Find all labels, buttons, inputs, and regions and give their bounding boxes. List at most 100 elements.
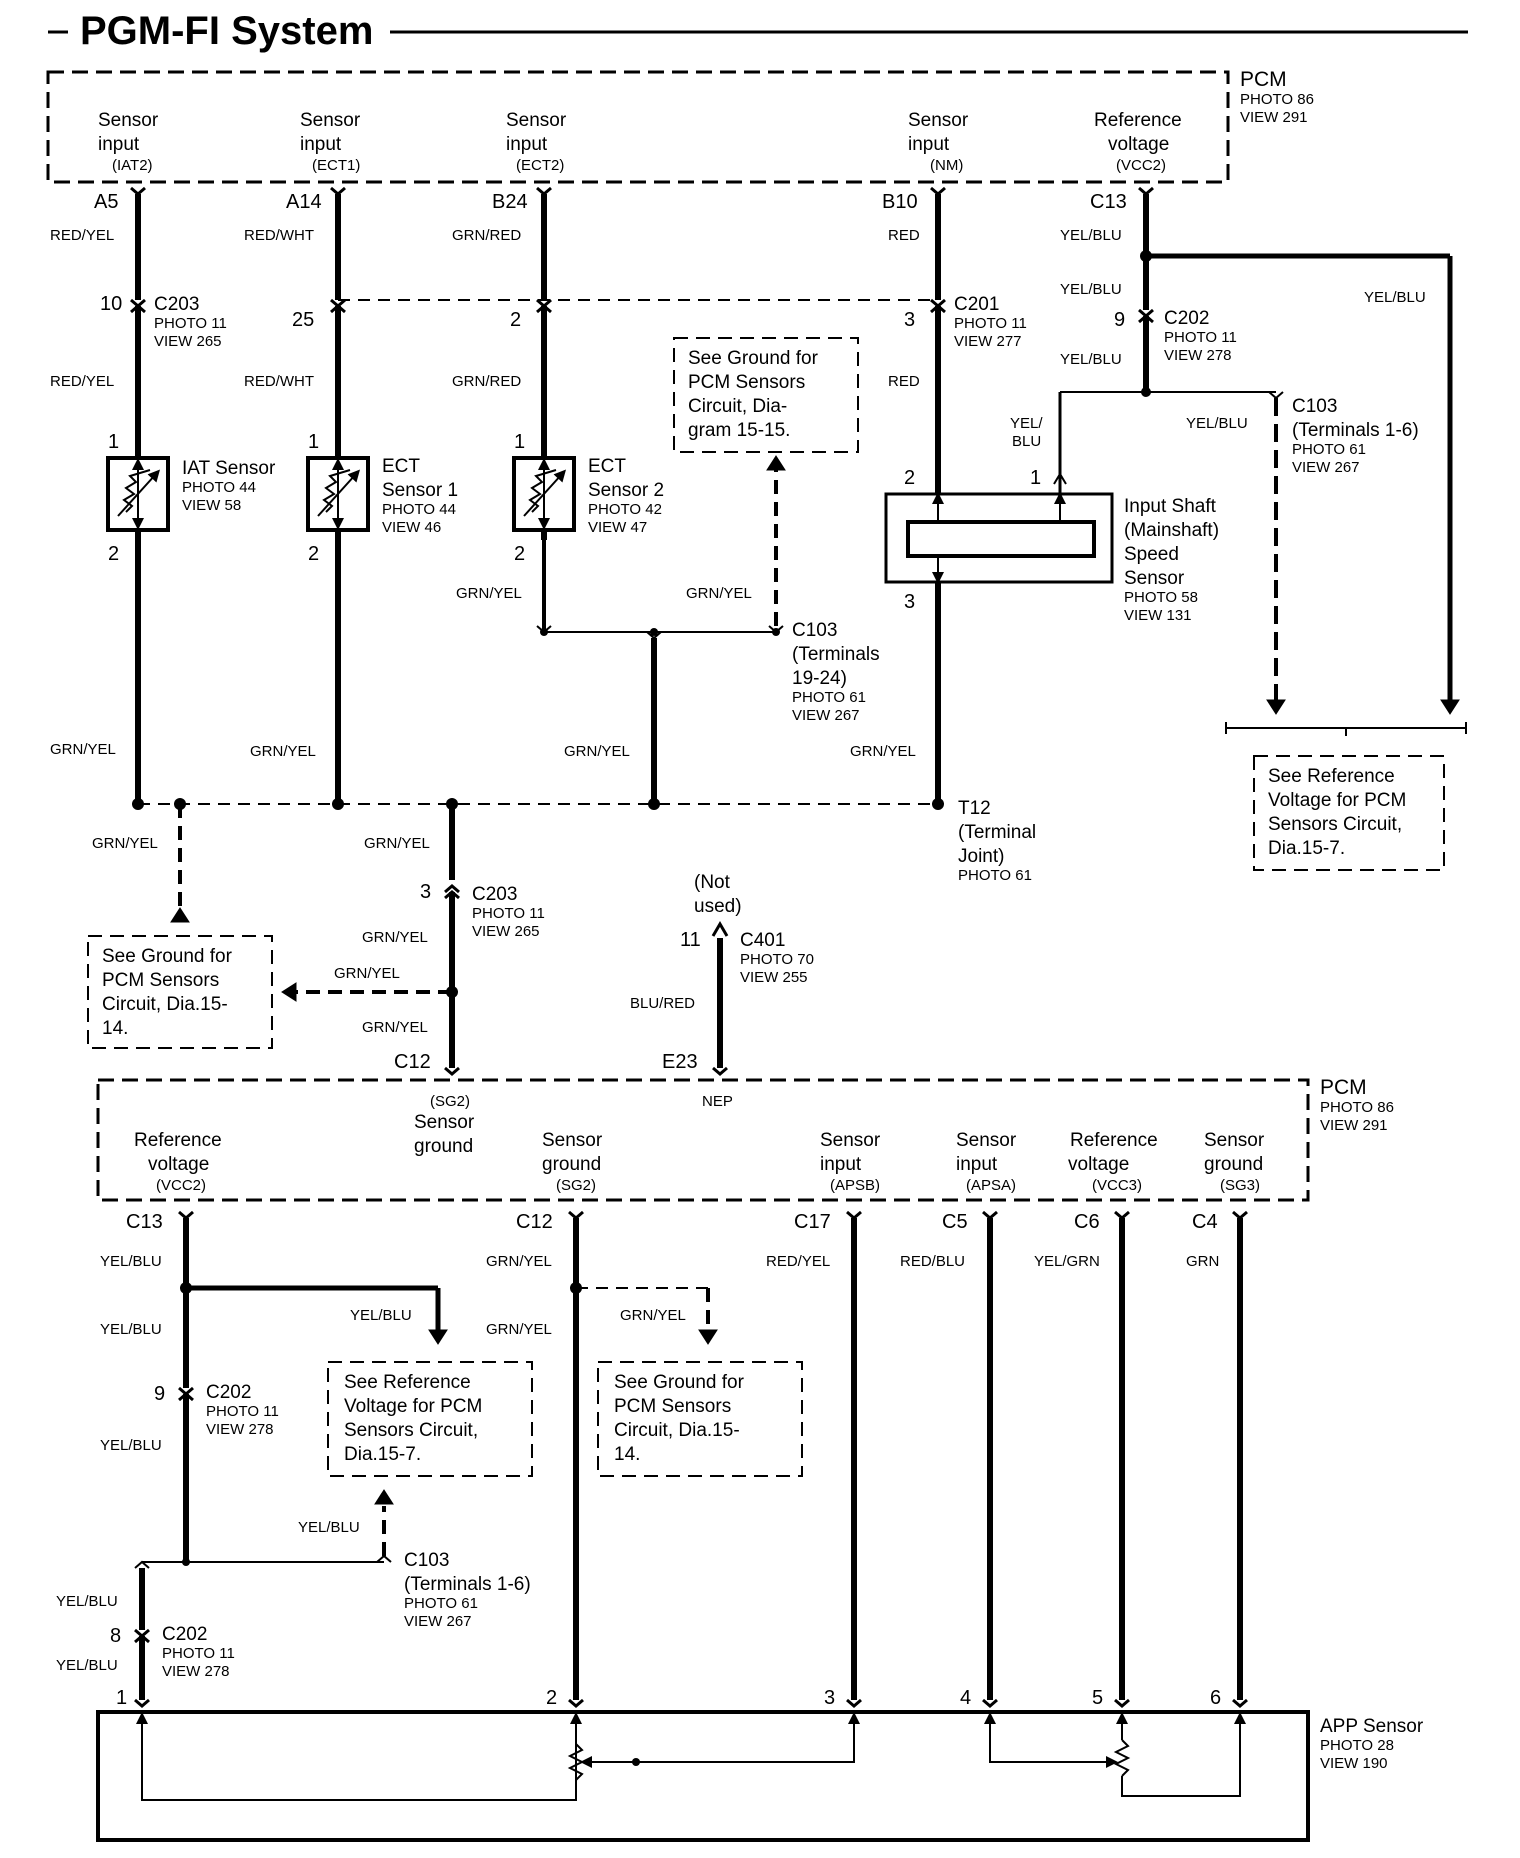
svg-text:(Terminals 1-6): (Terminals 1-6)	[404, 1574, 531, 1595]
svg-text:YEL/BLU: YEL/BLU	[56, 1657, 118, 1674]
svg-text:B10: B10	[882, 191, 918, 213]
app-pin-1: 1	[116, 1687, 127, 1709]
svg-text:2: 2	[510, 309, 521, 331]
svg-text:Reference: Reference	[1070, 1130, 1158, 1151]
svg-text:Reference: Reference	[134, 1130, 222, 1151]
note-ground-15-15: See Ground for PCM Sensors Circuit, Dia-…	[673, 337, 859, 453]
ect1-sensor: 1 2 ECT Sensor 1 PHOTO 44 VIEW 46	[306, 431, 458, 565]
svg-text:Sensor 2: Sensor 2	[588, 480, 664, 501]
svg-text:NEP: NEP	[702, 1093, 733, 1110]
nm-sensor-name: Input Shaft	[1124, 496, 1217, 517]
top-wire-labels: RED/YEL RED/WHT GRN/RED RED YEL/BLU YEL/…	[50, 227, 1426, 450]
svg-text:C13: C13	[1090, 191, 1127, 213]
svg-text:Sensor: Sensor	[820, 1130, 881, 1151]
svg-text:Dia.15-7.: Dia.15-7.	[344, 1444, 421, 1465]
svg-text:See Ground for: See Ground for	[614, 1372, 745, 1393]
svg-text:C203: C203	[472, 884, 517, 905]
svg-text:GRN/YEL: GRN/YEL	[92, 835, 158, 852]
svg-text:Circuit, Dia.15-: Circuit, Dia.15-	[102, 994, 228, 1015]
svg-text:VIEW 131: VIEW 131	[1124, 607, 1192, 624]
top-wires	[130, 186, 1467, 736]
svg-text:8: 8	[110, 1625, 121, 1647]
svg-text:See Ground for: See Ground for	[102, 946, 233, 967]
svg-text:ground: ground	[542, 1154, 601, 1175]
svg-text:voltage: voltage	[148, 1154, 209, 1175]
t12-label: T12 (Terminal Joint) PHOTO 61	[958, 798, 1036, 884]
svg-text:voltage: voltage	[1108, 134, 1169, 155]
svg-text:Sensors Circuit,: Sensors Circuit,	[1268, 814, 1402, 835]
svg-text:RED: RED	[888, 227, 920, 244]
note-ground-15-14-left: See Ground for PCM Sensors Circuit, Dia.…	[87, 935, 273, 1049]
app-pin-4: 4	[960, 1687, 971, 1709]
svg-text:VIEW 47: VIEW 47	[588, 519, 647, 536]
svg-text:VIEW 255: VIEW 255	[740, 969, 808, 986]
bottom-wire-labels: YEL/BLU GRN/YEL RED/YEL RED/BLU YEL/GRN …	[56, 1253, 1219, 1674]
svg-text:PHOTO 11: PHOTO 11	[954, 315, 1027, 332]
svg-text:Reference: Reference	[1094, 110, 1182, 131]
ect1-pin-1: 1	[308, 431, 319, 453]
ect1-pin-2: 2	[308, 543, 319, 565]
svg-text:(APSA): (APSA)	[966, 1177, 1016, 1194]
svg-text:RED/WHT: RED/WHT	[244, 373, 314, 390]
title-block: PGM-FI System	[48, 9, 1468, 53]
svg-text:PHOTO 61: PHOTO 61	[792, 689, 866, 706]
svg-text:Sensor: Sensor	[956, 1130, 1017, 1151]
nm-pin-2: 2	[904, 467, 915, 489]
ect2-pin-1: 1	[514, 431, 525, 453]
pcm-bottom-terminal-vcc2: Reference voltage (VCC2) C13	[126, 1130, 222, 1233]
svg-text:used): used)	[694, 896, 742, 917]
pcm-bottom: PCM PHOTO 86 VIEW 291 C12 E23 (SG2) Sens…	[96, 1051, 1394, 1233]
svg-text:YEL/BLU: YEL/BLU	[56, 1593, 118, 1610]
svg-text:Sensors Circuit,: Sensors Circuit,	[344, 1420, 478, 1441]
svg-text:PHOTO 58: PHOTO 58	[1124, 589, 1198, 606]
svg-text:PHOTO 11: PHOTO 11	[472, 905, 545, 922]
note-reference-top: See Reference Voltage for PCM Sensors Ci…	[1253, 755, 1445, 871]
c103-top-label: C103 (Terminals 1-6) PHOTO 61 VIEW 267	[1292, 396, 1419, 476]
svg-text:GRN/YEL: GRN/YEL	[334, 965, 400, 982]
svg-text:ground: ground	[414, 1136, 473, 1157]
iat-pin-1: 1	[108, 431, 119, 453]
svg-text:PHOTO 11: PHOTO 11	[154, 315, 227, 332]
svg-text:(Mainshaft): (Mainshaft)	[1124, 520, 1219, 541]
pcm-top-photo: PHOTO 86	[1240, 91, 1314, 108]
svg-text:C5: C5	[942, 1211, 968, 1233]
pcm-top-view: VIEW 291	[1240, 109, 1308, 126]
app-sensor-name: APP Sensor	[1320, 1716, 1424, 1737]
iat-pin-2: 2	[108, 543, 119, 565]
pcm-top-terminal-nm: Sensor input (NM) B10	[882, 110, 969, 213]
svg-text:VIEW 278: VIEW 278	[206, 1421, 274, 1438]
svg-text:Sensor: Sensor	[542, 1130, 603, 1151]
pcm-top: PCM PHOTO 86 VIEW 291 Sensor input (IAT2…	[46, 68, 1314, 213]
pcm-bottom-name: PCM	[1320, 1076, 1367, 1099]
svg-text:input: input	[908, 134, 950, 155]
svg-text:See Reference: See Reference	[344, 1372, 471, 1393]
ect2-pin-2: 2	[514, 543, 525, 565]
svg-text:GRN/YEL: GRN/YEL	[486, 1321, 552, 1338]
iat-sensor: 1 2 IAT Sensor PHOTO 44 VIEW 58	[106, 431, 276, 565]
svg-text:PHOTO 44: PHOTO 44	[182, 479, 256, 496]
svg-text:B24: B24	[492, 191, 528, 213]
svg-text:VIEW 265: VIEW 265	[472, 923, 540, 940]
svg-text:BLU/RED: BLU/RED	[630, 995, 695, 1012]
svg-text:A5: A5	[94, 191, 118, 213]
iat-sensor-name: IAT Sensor	[182, 458, 276, 479]
svg-text:PCM Sensors: PCM Sensors	[102, 970, 219, 991]
pcm-top-terminal-vcc2: Reference voltage (VCC2) C13	[1090, 110, 1182, 213]
page-title: PGM-FI System	[80, 9, 373, 53]
svg-text:VIEW 267: VIEW 267	[404, 1613, 472, 1630]
svg-text:C203: C203	[154, 294, 199, 315]
pcm-top-name: PCM	[1240, 68, 1287, 91]
svg-text:(SG2): (SG2)	[430, 1093, 470, 1110]
svg-text:9: 9	[1114, 309, 1125, 331]
svg-text:RED/YEL: RED/YEL	[50, 227, 114, 244]
svg-text:PHOTO 44: PHOTO 44	[382, 501, 456, 518]
svg-text:See Reference: See Reference	[1268, 766, 1395, 787]
c203-mid-label: 3 C203 PHOTO 11 VIEW 265	[420, 881, 545, 940]
svg-text:GRN/RED: GRN/RED	[452, 227, 521, 244]
svg-text:C103: C103	[792, 620, 837, 641]
note-reference-bottom: See Reference Voltage for PCM Sensors Ci…	[327, 1361, 533, 1477]
svg-text:input: input	[820, 1154, 862, 1175]
svg-text:PHOTO 61: PHOTO 61	[404, 1595, 478, 1612]
svg-text:VIEW 277: VIEW 277	[954, 333, 1022, 350]
